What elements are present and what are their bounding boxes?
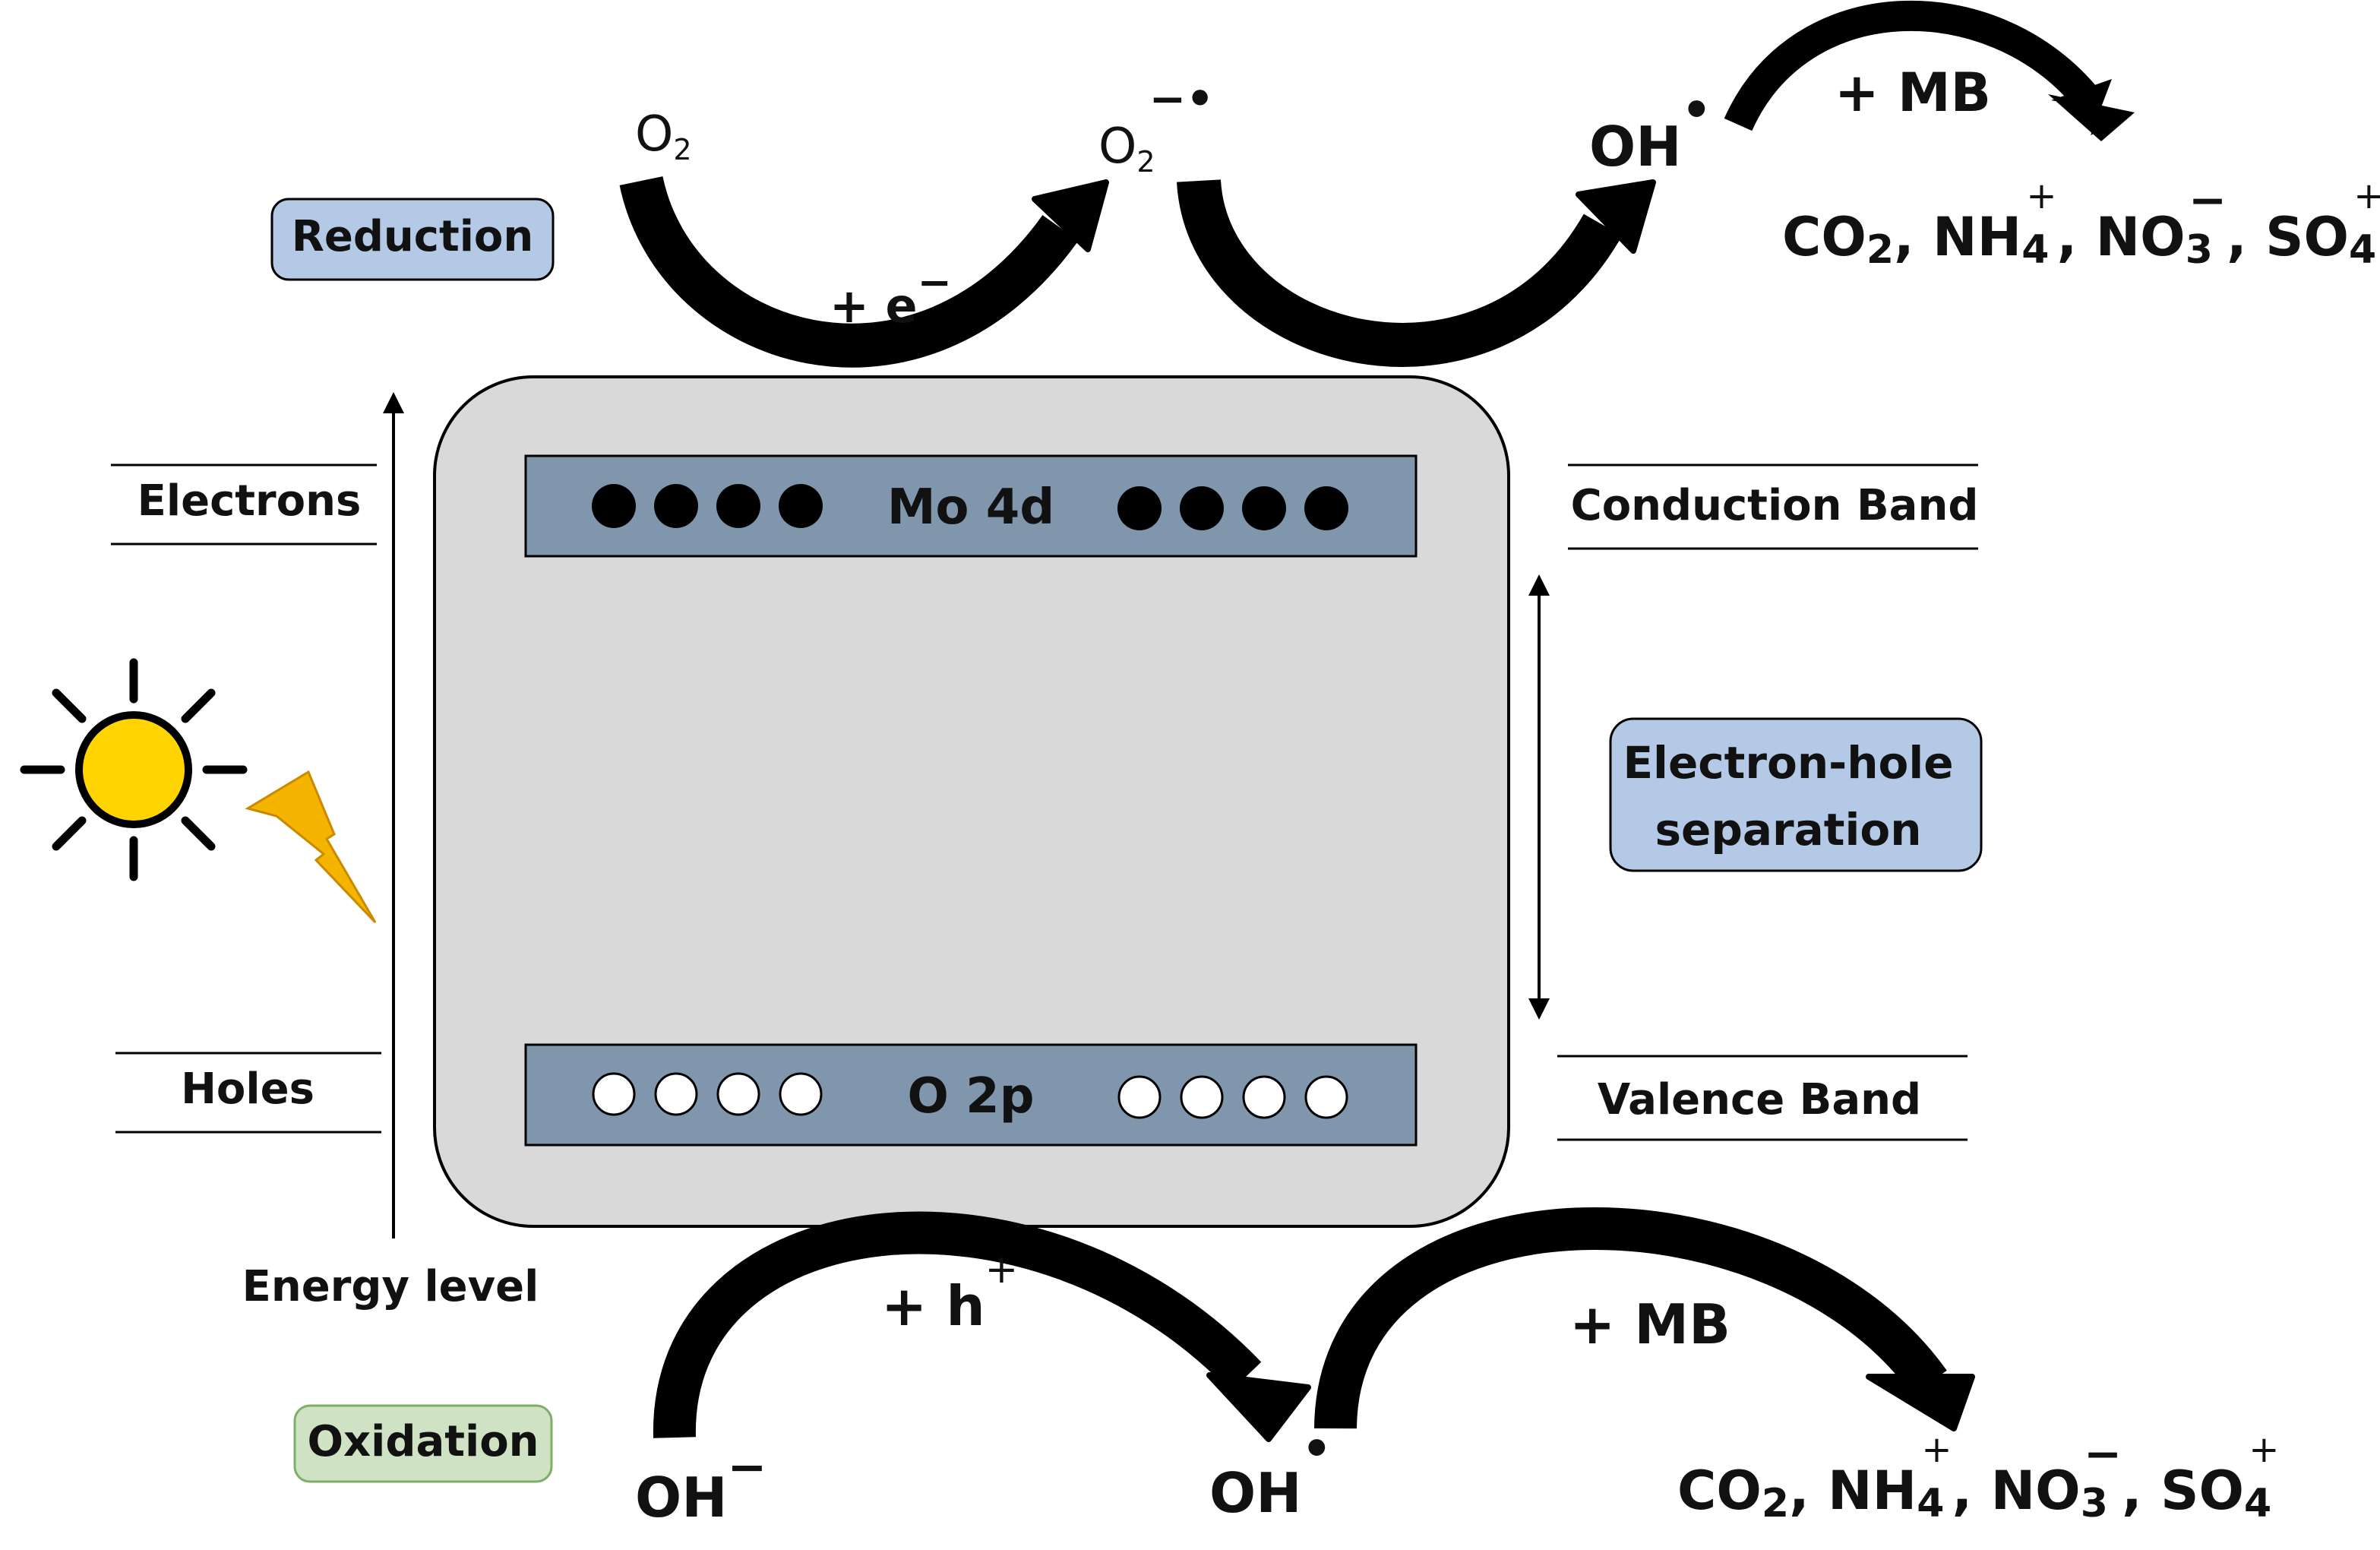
oxygen-reactant: O2 [635,106,692,166]
sun-icon [20,658,248,881]
conduction-band-orbital: Mo 4d [887,479,1054,536]
electron-dot [654,484,698,528]
lightning-bolt-icon [245,770,377,924]
hole-circle [1242,1075,1286,1119]
mb-label-bottom: + MB [1569,1292,1730,1356]
electrons-label: Electrons [137,476,362,526]
conduction-band-electrons [592,484,1348,530]
hole-circle [1180,1075,1224,1119]
separation-label-line1: Electron-hole [1623,737,1953,789]
electron-dot [779,484,823,528]
hole-circle [592,1072,636,1116]
superoxide-radical: O2−• [1098,73,1214,179]
reduction-arrow-radical [1177,179,1656,367]
mb-arrow-bottom [1314,1207,1975,1431]
valence-band-holes [592,1072,1348,1119]
electron-dot [1304,486,1348,530]
hydroxyl-radical-bottom: OH• [1209,1421,1332,1525]
hole-transfer-label: + h+ [881,1247,1018,1338]
conduction-band-label: Conduction Band [1571,481,1979,530]
hole-circle [654,1072,698,1116]
reduction-arrow-electron [619,176,1109,368]
oxidation-label: Oxidation [307,1417,539,1466]
hole-circle [1304,1075,1348,1119]
reduction-tag [270,198,555,281]
electron-transfer-label: + e− [830,258,952,334]
hole-circle [1117,1075,1162,1119]
valence-band-label: Valence Band [1598,1075,1921,1125]
separation-label-line2: separation [1655,804,1921,856]
electron-dot [1117,486,1162,530]
electron-dot [592,484,636,528]
hydroxide-reactant: OH− [635,1439,766,1529]
electron-dot [1180,486,1224,530]
hydroxyl-radical-top: OH• [1589,82,1712,179]
oxidation-arrow-hole [653,1211,1311,1442]
hole-circle [779,1072,823,1116]
mb-label-top: + MB [1835,62,1991,124]
products-top: CO2, NH4+, NO3−, SO4+ [1782,174,2380,273]
products-bottom: CO2, NH4+, NO3−, SO4+ [1677,1428,2279,1526]
valence-band-orbital: O 2p [907,1068,1034,1125]
mb-arrow-top [1724,0,2135,141]
separation-tag [1609,717,1983,872]
hole-circle [716,1072,760,1116]
electron-dot [1242,486,1286,530]
electron-dot [716,484,760,528]
energy-level-label: Energy level [242,1262,539,1311]
holes-label: Holes [181,1064,314,1114]
reduction-label: Reduction [292,212,534,261]
oxidation-tag [293,1404,553,1483]
